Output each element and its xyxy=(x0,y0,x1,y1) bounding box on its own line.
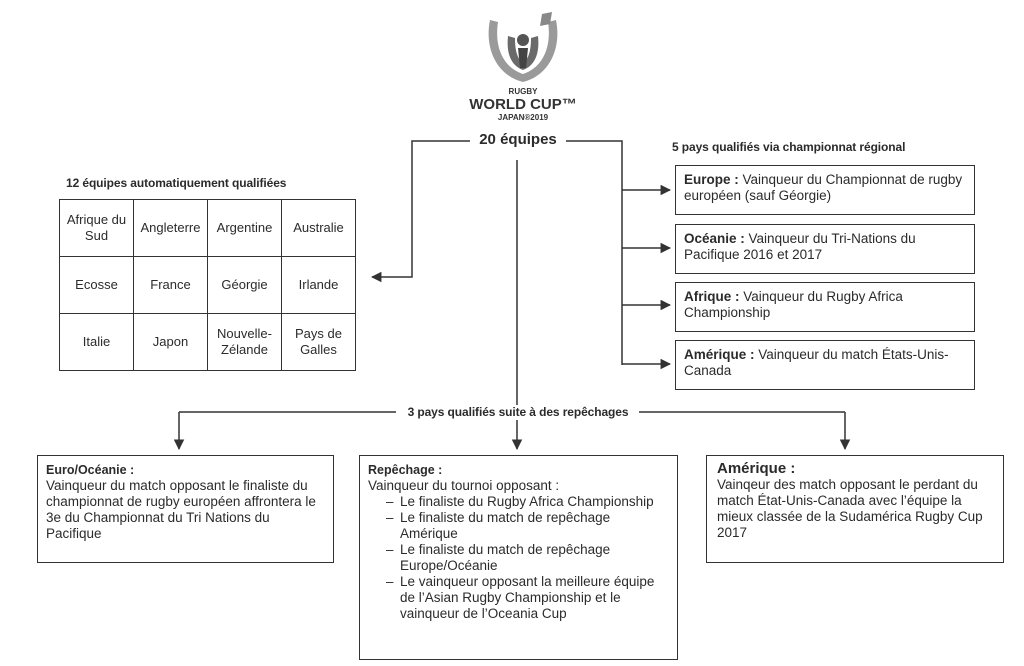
region-text: Vainqueur du Rugby Africa Championship xyxy=(684,289,903,320)
region-label: Afrique : xyxy=(684,289,740,304)
region-label: Amérique : xyxy=(684,347,755,362)
table-row: Italie Japon Nouvelle-Zélande Pays de Ga… xyxy=(59,313,356,371)
box-title: Amérique : xyxy=(717,460,796,477)
logo-line2: WORLD CUP™ xyxy=(469,96,577,113)
team-grid: Afrique du Sud Angleterre Argentine Aust… xyxy=(59,199,356,371)
team-cell: Nouvelle-Zélande xyxy=(207,313,282,371)
region-text: Vainqueur du Championnat de rugby europé… xyxy=(684,172,963,203)
region-box-afrique: Afrique : Vainqueur du Rugby Africa Cham… xyxy=(675,282,975,332)
box-intro: Vainqueur du tournoi opposant : xyxy=(368,478,560,493)
box-title: Euro/Océanie : xyxy=(46,463,135,477)
left-heading: 12 équipes automatiquement qualifiées xyxy=(66,176,287,190)
list-item: Le finaliste du Rugby Africa Championshi… xyxy=(368,494,669,510)
table-row: Afrique du Sud Angleterre Argentine Aust… xyxy=(59,199,356,257)
team-cell: Australie xyxy=(281,199,356,257)
region-text: Vainqueur du match États-Unis-Canada xyxy=(684,347,949,378)
region-box-europe: Europe : Vainqueur du Championnat de rug… xyxy=(675,165,975,215)
team-cell: Irlande xyxy=(281,256,356,314)
center-label: 20 équipes xyxy=(474,131,562,148)
left-connector xyxy=(370,140,470,283)
table-row: Ecosse France Géorgie Irlande xyxy=(59,256,356,314)
box-title: Repêchage : xyxy=(368,463,443,477)
right-heading: 5 pays qualifiés via championnat régiona… xyxy=(672,140,906,154)
region-box-oceanie: Océanie : Vainqueur du Tri-Nations du Pa… xyxy=(675,224,975,274)
box-euro-oceanie: Euro/Océanie : Vainqueur du match opposa… xyxy=(37,455,334,563)
team-cell: Japon xyxy=(133,313,208,371)
right-connector xyxy=(566,140,623,365)
team-cell: Angleterre xyxy=(133,199,208,257)
repechage-list: Le finaliste du Rugby Africa Championshi… xyxy=(368,494,669,622)
rwc-logo: RUGBY WORLD CUP™ JAPAN®2019 xyxy=(468,10,578,122)
team-cell: Géorgie xyxy=(207,256,282,314)
region-label: Océanie : xyxy=(684,231,745,246)
list-item: Le finaliste du match de repêchage Europ… xyxy=(368,542,669,574)
logo-line1: RUGBY xyxy=(508,87,538,96)
team-cell: Italie xyxy=(59,313,134,371)
bottom-heading: 3 pays qualifiés suite à des repêchages xyxy=(398,405,638,419)
box-amerique: Amérique : Vainqeur des match opposant l… xyxy=(706,455,1004,563)
box-repechage: Repêchage : Vainqueur du tournoi opposan… xyxy=(359,455,678,660)
team-cell: Afrique du Sud xyxy=(59,199,134,257)
region-text: Vainqueur du Tri-Nations du Pacifique 20… xyxy=(684,231,916,262)
region-box-amerique: Amérique : Vainqueur du match États-Unis… xyxy=(675,340,975,390)
list-item: Le finaliste du match de repêchage Améri… xyxy=(368,510,669,542)
logo-line3: JAPAN®2019 xyxy=(497,113,549,122)
trophy-icon xyxy=(488,12,558,82)
box-text: Vainqeur des match opposant le perdant d… xyxy=(717,477,983,540)
region-label: Europe : xyxy=(684,172,739,187)
team-cell: Argentine xyxy=(207,199,282,257)
team-cell: Pays de Galles xyxy=(281,313,356,371)
team-cell: France xyxy=(133,256,208,314)
list-item: Le vainqueur opposant la meilleure équip… xyxy=(368,574,669,622)
box-text: Vainqueur du match opposant le finaliste… xyxy=(46,478,316,541)
team-cell: Ecosse xyxy=(59,256,134,314)
